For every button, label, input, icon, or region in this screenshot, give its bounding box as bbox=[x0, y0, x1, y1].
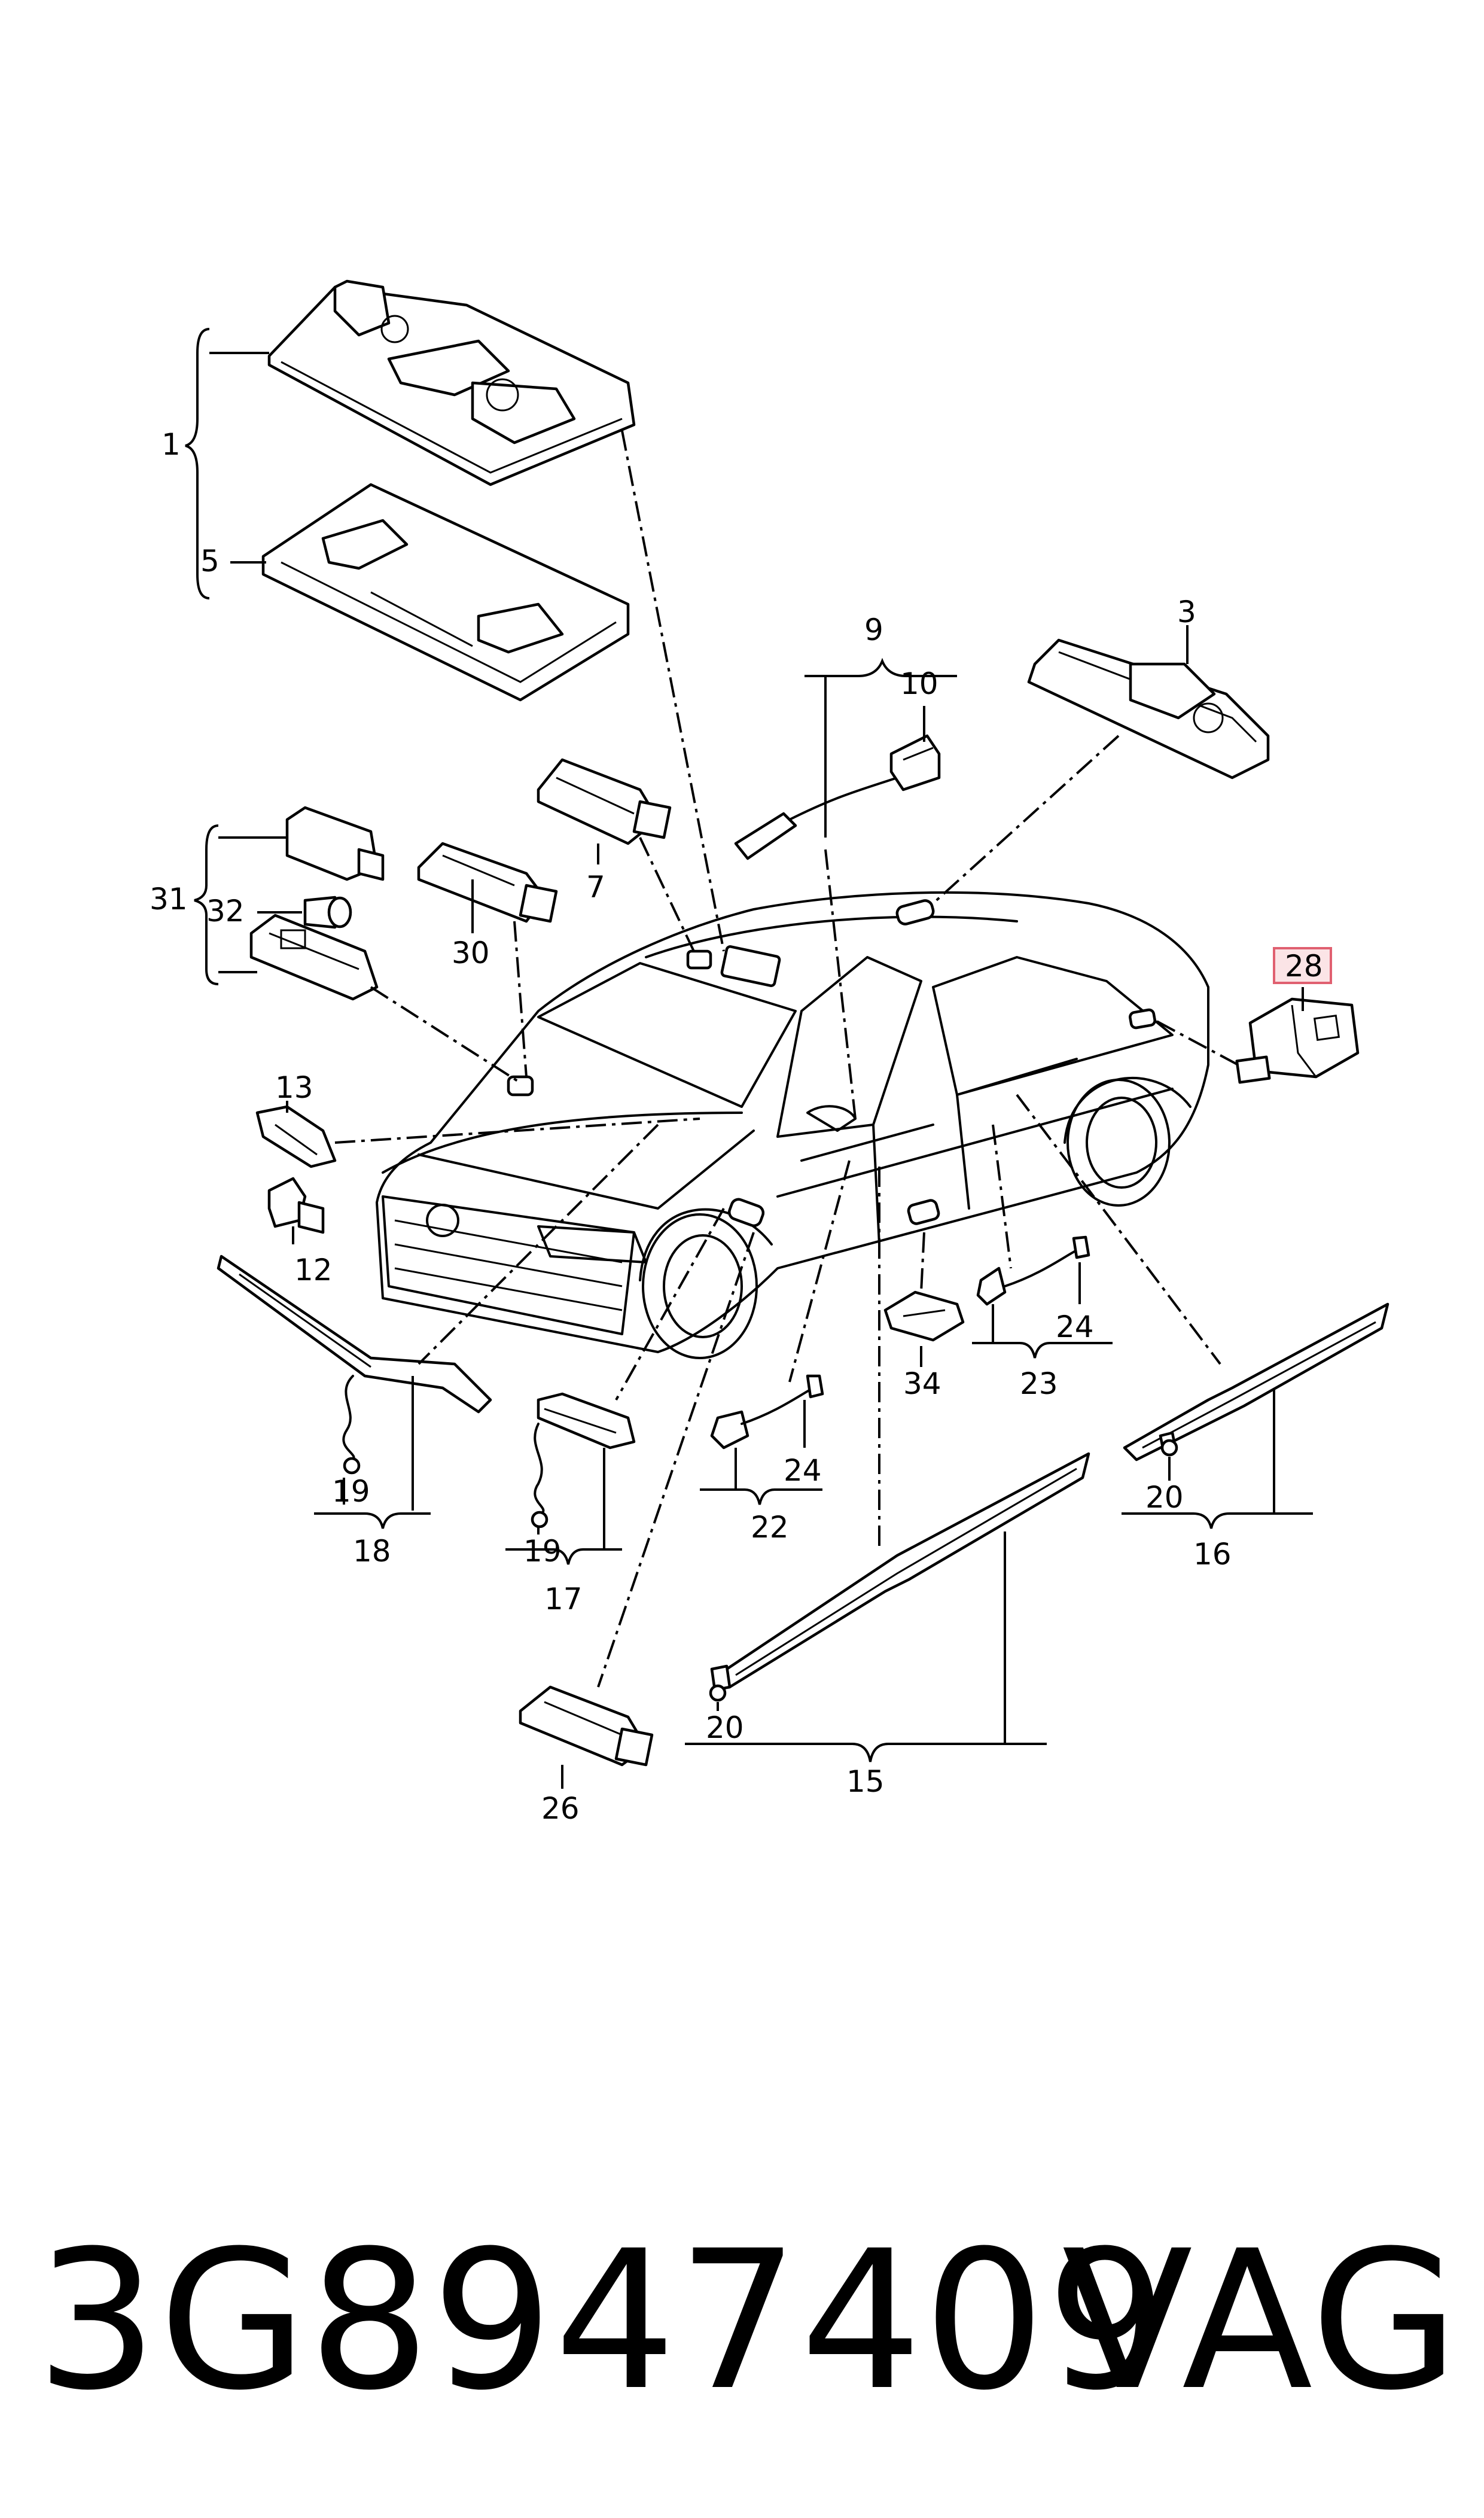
callout-28-highlight bbox=[1273, 947, 1332, 984]
callout-28: 28 bbox=[1285, 949, 1323, 984]
callout-19-a: 19 bbox=[332, 1474, 370, 1509]
callout-30: 30 bbox=[452, 936, 490, 970]
callout-20-a: 20 bbox=[706, 1710, 744, 1745]
part-20-lead-b bbox=[1160, 1439, 1178, 1457]
part-15-sill-trim bbox=[710, 1452, 1090, 1692]
part-9-wiring-harness bbox=[734, 777, 898, 860]
callout-23: 23 bbox=[1020, 1366, 1058, 1401]
part-13-bracket bbox=[255, 1105, 337, 1168]
part-12-switch bbox=[267, 1177, 325, 1234]
callout-20-b: 20 bbox=[1145, 1480, 1184, 1515]
callout-1: 1 bbox=[161, 427, 181, 462]
part-26-luggage-lamp bbox=[519, 1685, 654, 1767]
part-31-lamp-assembly bbox=[249, 806, 385, 1001]
callout-32: 32 bbox=[206, 894, 245, 928]
part-3-rear-interior-light bbox=[1027, 638, 1270, 780]
callout-13: 13 bbox=[275, 1070, 313, 1105]
part-19-lead-a bbox=[342, 1375, 361, 1475]
callout-3: 3 bbox=[1177, 595, 1196, 629]
part-20-lead-a bbox=[709, 1684, 727, 1702]
callout-12: 12 bbox=[294, 1253, 333, 1287]
callout-17: 17 bbox=[544, 1582, 583, 1616]
part-28-control-unit bbox=[1235, 997, 1360, 1084]
part-10-connector bbox=[889, 734, 941, 791]
callout-34: 34 bbox=[903, 1366, 941, 1401]
brand-label: VAG bbox=[1062, 2210, 1460, 2432]
part-1-roof-console bbox=[267, 279, 636, 486]
callout-9: 9 bbox=[864, 613, 883, 647]
part-34-lamp bbox=[883, 1290, 965, 1342]
part-18-trim-strip bbox=[217, 1255, 492, 1414]
part-5-roof-lining-console bbox=[261, 483, 630, 702]
part-19-lead-b bbox=[531, 1423, 548, 1529]
part-17-lamp-lead bbox=[537, 1392, 636, 1450]
callout-22: 22 bbox=[751, 1510, 789, 1545]
callout-labels: 1 5 3 9 10 7 31 32 30 28 13 12 19 18 19 … bbox=[150, 427, 1332, 1826]
callout-5: 5 bbox=[200, 544, 220, 578]
callout-26: 26 bbox=[541, 1791, 580, 1826]
callout-15: 15 bbox=[846, 1764, 885, 1799]
leader-lines bbox=[185, 328, 1313, 1789]
callout-19-b: 19 bbox=[523, 1534, 562, 1569]
car-outline bbox=[376, 891, 1209, 1359]
part-23-entry-lamp bbox=[976, 1235, 1090, 1306]
part-32-bulb bbox=[303, 896, 352, 929]
callout-7: 7 bbox=[586, 870, 605, 905]
callout-10: 10 bbox=[900, 666, 938, 701]
callout-24-b: 24 bbox=[1056, 1310, 1094, 1344]
part-number: 3G8947409 bbox=[36, 2210, 1169, 2432]
reference-lines bbox=[334, 430, 1239, 1688]
callout-16: 16 bbox=[1193, 1537, 1232, 1572]
callout-31: 31 bbox=[150, 882, 188, 917]
part-22-entry-lamp bbox=[710, 1374, 824, 1450]
part-30-footwell-lamp bbox=[417, 842, 558, 923]
part-7-reading-lamp bbox=[537, 758, 672, 845]
callout-24-a: 24 bbox=[784, 1453, 822, 1488]
callout-18: 18 bbox=[353, 1534, 391, 1569]
part-16-sill-trim-rear bbox=[1123, 1302, 1389, 1462]
